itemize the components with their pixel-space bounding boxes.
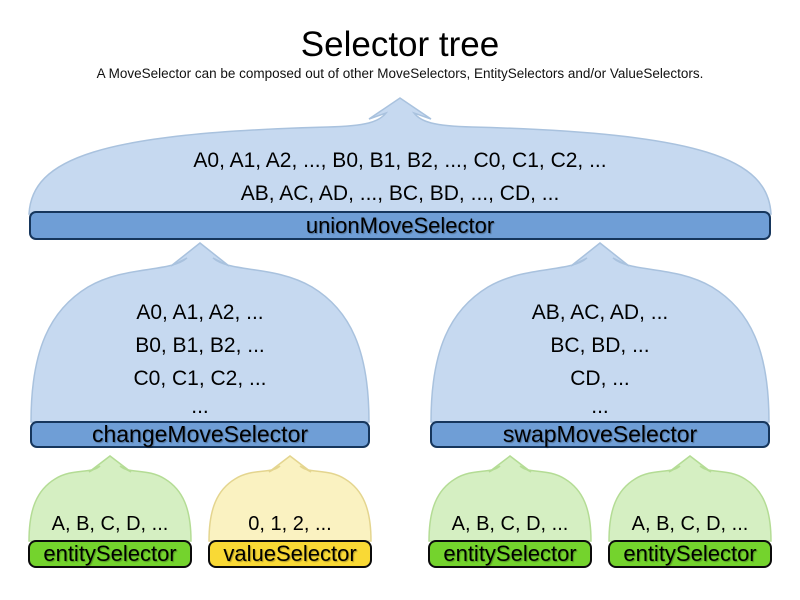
entity-funnel-shape <box>28 455 192 542</box>
funnel-arrow-shape <box>28 455 192 542</box>
funnel-arrow-shape <box>430 242 770 423</box>
entity-funnel-shape <box>428 455 592 542</box>
entity-content-line: A, B, C, D, ... <box>51 513 169 535</box>
swap-content-line: CD, ... <box>570 367 630 390</box>
value-content-line: 0, 1, 2, ... <box>248 513 332 535</box>
value-selector-bar: valueSelector <box>208 540 372 568</box>
funnel-arrow-shape <box>428 455 592 542</box>
funnel-arrow-shape <box>208 455 372 542</box>
change-move-selector-bar: changeMoveSelector <box>30 421 370 448</box>
change-content-line: A0, A1, A2, ... <box>136 301 264 324</box>
entity-selector-bar: entitySelector <box>608 540 772 568</box>
union-content-line: A0, A1, A2, ..., B0, B1, B2, ..., C0, C1… <box>193 149 607 172</box>
swap-funnel-shape <box>430 242 770 423</box>
union-move-selector-bar: unionMoveSelector <box>29 211 771 240</box>
entity-funnel-shape <box>608 455 772 542</box>
swap-move-selector-bar: swapMoveSelector <box>430 421 770 448</box>
change-content-line: ... <box>191 395 209 418</box>
change-content-line: B0, B1, B2, ... <box>135 334 265 357</box>
change-content-line: C0, C1, C2, ... <box>133 367 267 390</box>
entity-selector-bar: entitySelector <box>28 540 192 568</box>
page-subtitle: A MoveSelector can be composed out of ot… <box>96 66 704 81</box>
funnel-arrow-shape <box>30 242 370 423</box>
page-title: Selector tree <box>300 25 500 64</box>
entity-selector-bar: entitySelector <box>428 540 592 568</box>
union-funnel-shape <box>28 97 772 215</box>
swap-content-line: BC, BD, ... <box>550 334 650 357</box>
change-funnel-shape <box>30 242 370 423</box>
funnel-arrow-shape <box>608 455 772 542</box>
entity-content-line: A, B, C, D, ... <box>451 513 569 535</box>
funnel-arrow-shape <box>28 97 772 215</box>
entity-content-line: A, B, C, D, ... <box>631 513 749 535</box>
swap-content-line: AB, AC, AD, ... <box>531 301 669 324</box>
union-content-line: AB, AC, AD, ..., BC, BD, ..., CD, ... <box>240 182 560 205</box>
swap-content-line: ... <box>591 395 609 418</box>
value-funnel-shape <box>208 455 372 542</box>
